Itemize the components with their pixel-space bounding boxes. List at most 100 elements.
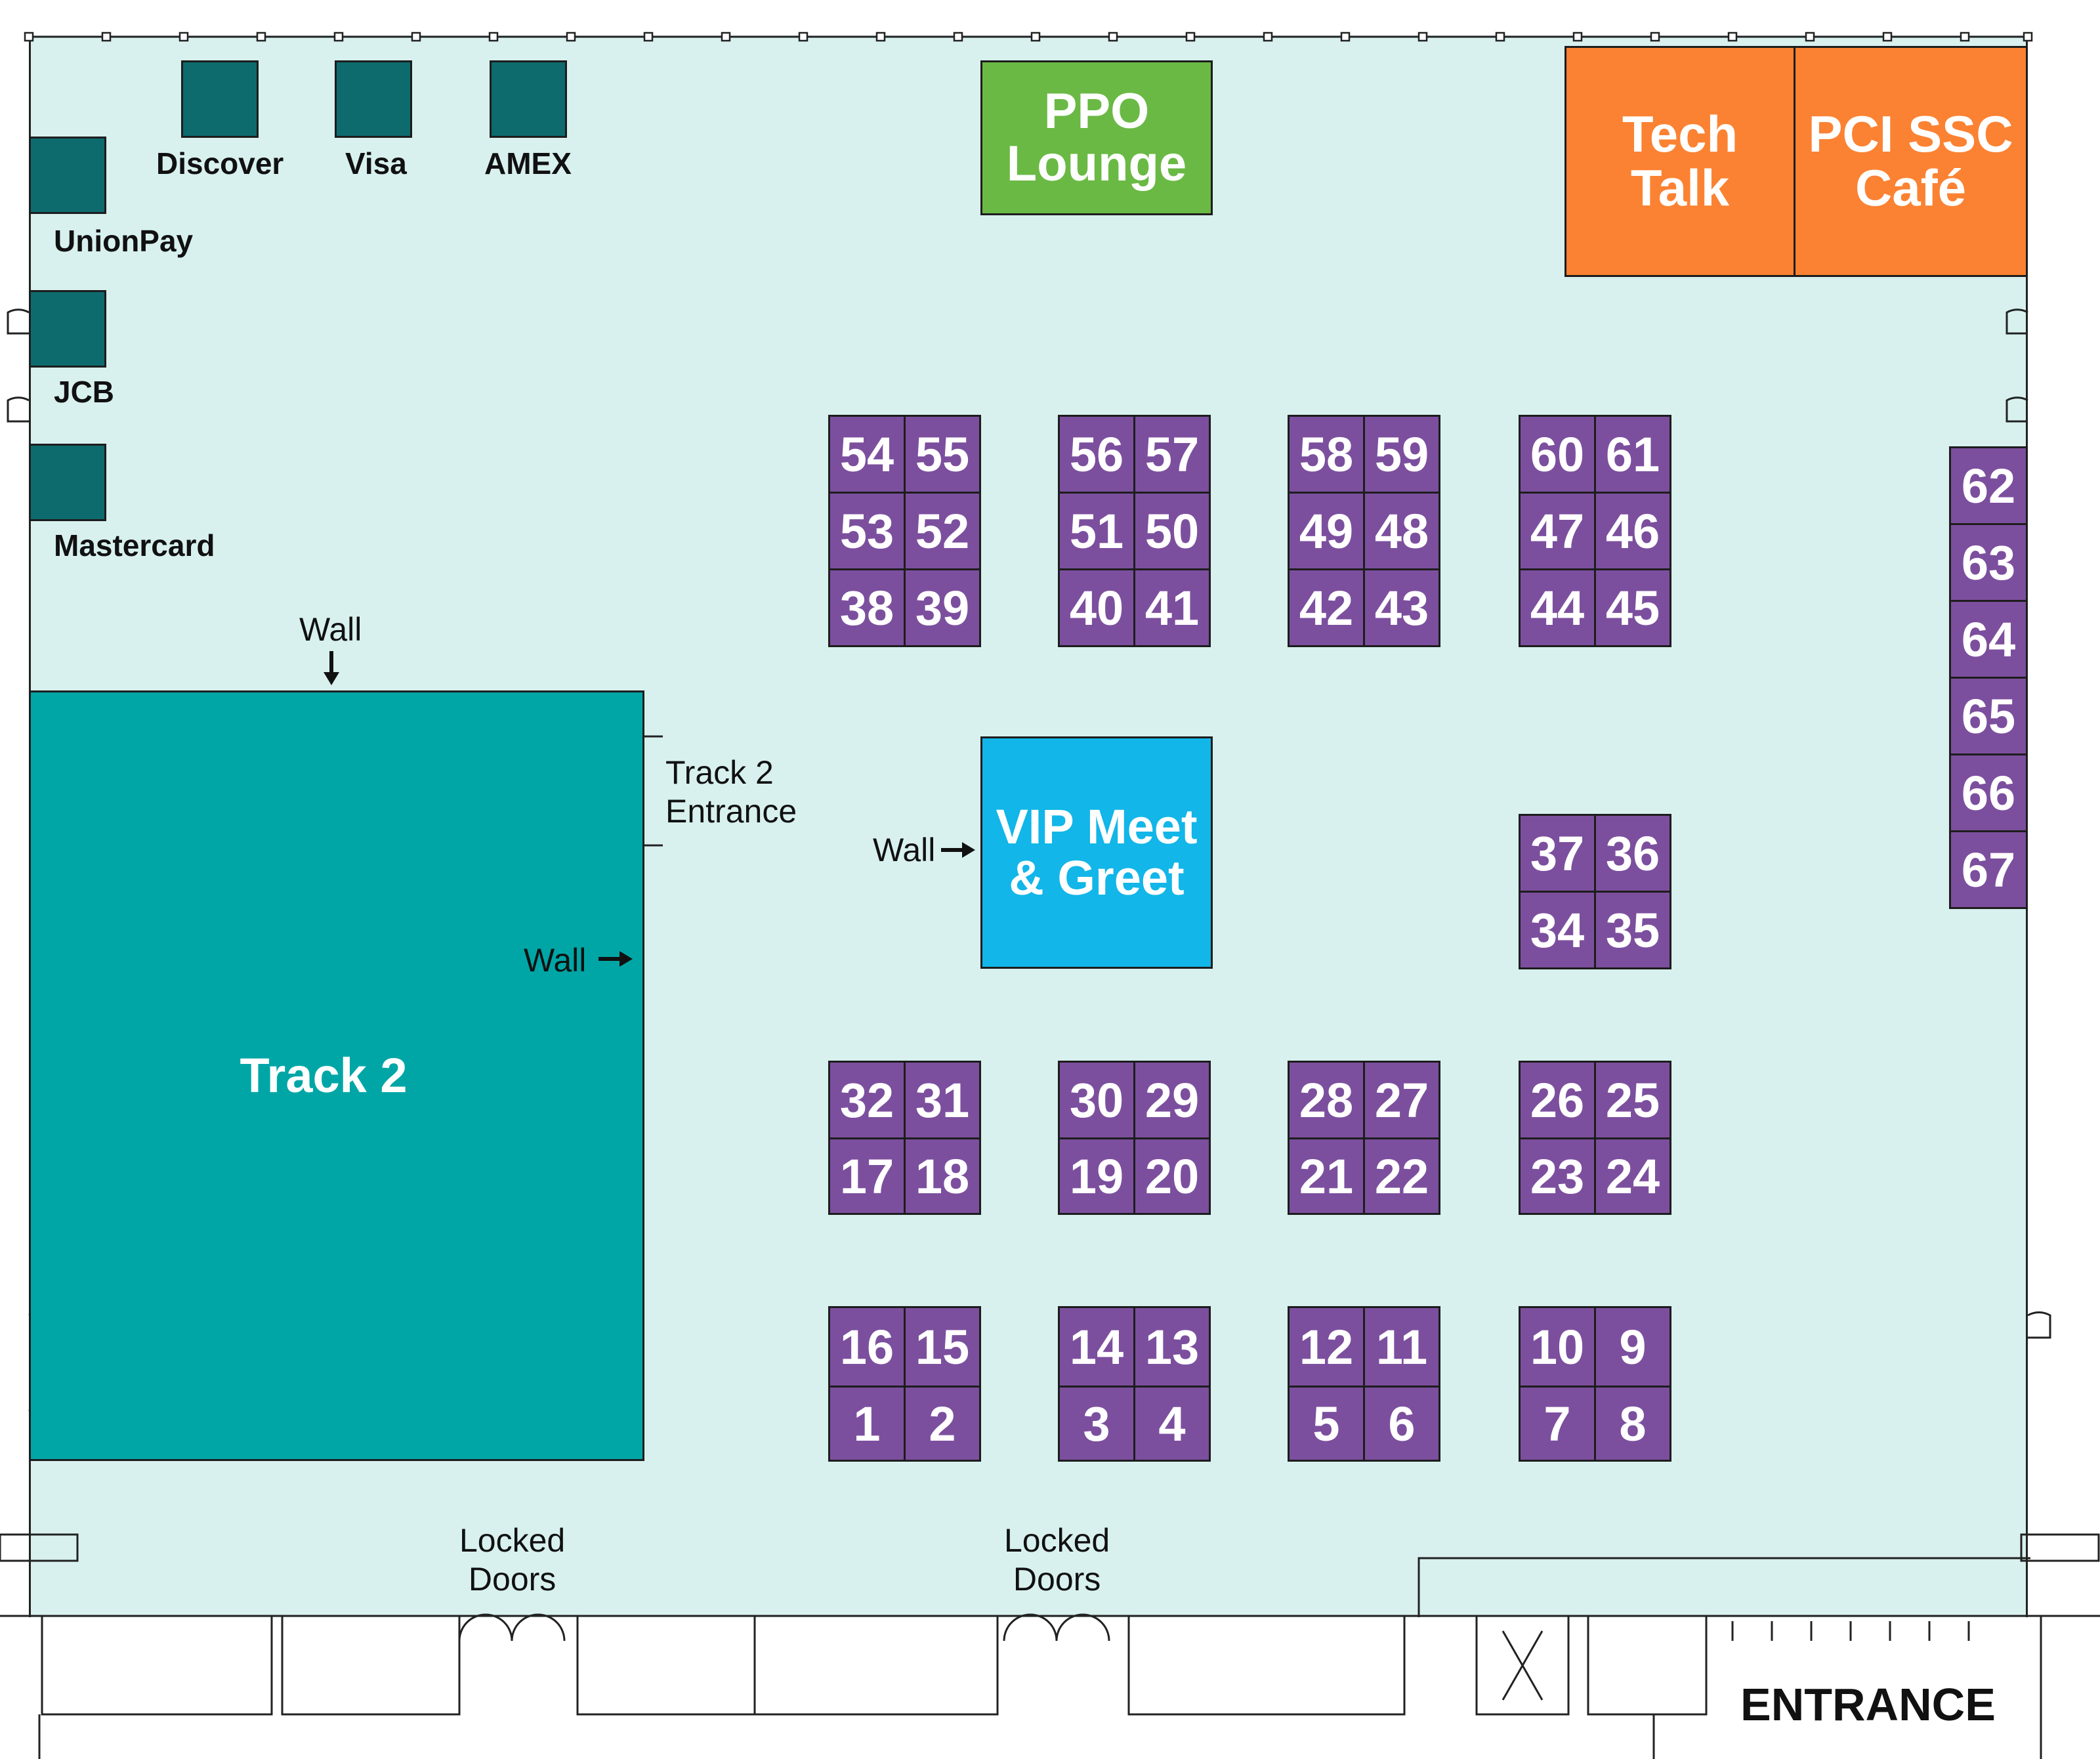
- vip-line1: VIP Meet: [996, 799, 1198, 855]
- booth-4[interactable]: 4: [1133, 1386, 1211, 1462]
- booth-23[interactable]: 23: [1519, 1137, 1596, 1215]
- booth-54[interactable]: 54: [828, 415, 906, 494]
- booth-21[interactable]: 21: [1288, 1137, 1365, 1215]
- booth-43[interactable]: 43: [1363, 568, 1440, 647]
- booth-12[interactable]: 12: [1288, 1306, 1365, 1388]
- booth-52[interactable]: 52: [904, 492, 981, 570]
- booth-17[interactable]: 17: [828, 1137, 906, 1215]
- booth-9[interactable]: 9: [1594, 1306, 1671, 1388]
- booth-65[interactable]: 65: [1949, 677, 2028, 755]
- booth-27[interactable]: 27: [1363, 1061, 1440, 1139]
- booth-49[interactable]: 49: [1288, 492, 1365, 570]
- booth-36[interactable]: 36: [1594, 814, 1671, 893]
- sponsor-label-amex: AMEX: [484, 146, 572, 180]
- booth-44[interactable]: 44: [1519, 568, 1596, 647]
- vip-meet-greet-zone[interactable]: VIP Meet& Greet: [980, 736, 1213, 969]
- booth-60[interactable]: 60: [1519, 415, 1596, 494]
- track-2-room[interactable]: Track 2: [29, 690, 644, 1461]
- sponsor-label-visa: Visa: [345, 146, 407, 180]
- booth-26[interactable]: 26: [1519, 1061, 1596, 1139]
- sponsor-label-discover: Discover: [156, 146, 284, 180]
- booth-56[interactable]: 56: [1058, 415, 1135, 494]
- booth-37[interactable]: 37: [1519, 814, 1596, 893]
- sponsor-kiosk-discover[interactable]: [181, 60, 259, 138]
- booth-58[interactable]: 58: [1288, 415, 1365, 494]
- booth-51[interactable]: 51: [1058, 492, 1135, 570]
- pci-cafe-line1: PCI SSC: [1808, 105, 2013, 163]
- booth-18[interactable]: 18: [904, 1137, 981, 1215]
- booth-15[interactable]: 15: [904, 1306, 981, 1388]
- booth-19[interactable]: 19: [1058, 1137, 1135, 1215]
- track-2-entrance-label: Track 2 Entrance: [665, 753, 797, 831]
- booth-59[interactable]: 59: [1363, 415, 1440, 494]
- booth-47[interactable]: 47: [1519, 492, 1596, 570]
- pci-cafe-line2: Café: [1855, 159, 1967, 217]
- booth-55[interactable]: 55: [904, 415, 981, 494]
- booth-30[interactable]: 30: [1058, 1061, 1135, 1139]
- sponsor-label-jcb: JCB: [54, 375, 115, 409]
- booth-29[interactable]: 29: [1133, 1061, 1211, 1139]
- locked-doors-1-line1: Locked: [459, 1522, 566, 1559]
- sponsor-kiosk-amex[interactable]: [490, 60, 567, 138]
- booth-63[interactable]: 63: [1949, 523, 2028, 602]
- sponsor-kiosk-unionpay[interactable]: [29, 137, 106, 214]
- booth-64[interactable]: 64: [1949, 600, 2028, 679]
- booth-53[interactable]: 53: [828, 492, 906, 570]
- booth-14[interactable]: 14: [1058, 1306, 1135, 1388]
- booth-57[interactable]: 57: [1133, 415, 1211, 494]
- booth-66[interactable]: 66: [1949, 753, 2028, 832]
- booth-67[interactable]: 67: [1949, 830, 2028, 909]
- booth-11[interactable]: 11: [1363, 1306, 1440, 1388]
- booth-28[interactable]: 28: [1288, 1061, 1365, 1139]
- booth-31[interactable]: 31: [904, 1061, 981, 1139]
- booth-7[interactable]: 7: [1519, 1386, 1596, 1462]
- track-2-entrance-line1: Track 2: [665, 754, 774, 791]
- tech-talk-line2: Talk: [1630, 159, 1730, 217]
- booth-40[interactable]: 40: [1058, 568, 1135, 647]
- locked-doors-label-1: Locked Doors: [459, 1521, 565, 1599]
- booth-41[interactable]: 41: [1133, 568, 1211, 647]
- booth-3[interactable]: 3: [1058, 1386, 1135, 1462]
- booth-48[interactable]: 48: [1363, 492, 1440, 570]
- ppo-lounge-line1: PPO: [1043, 83, 1150, 140]
- booth-1[interactable]: 1: [828, 1386, 906, 1462]
- vip-line2: & Greet: [1009, 851, 1185, 905]
- booth-22[interactable]: 22: [1363, 1137, 1440, 1215]
- booth-42[interactable]: 42: [1288, 568, 1365, 647]
- booth-2[interactable]: 2: [904, 1386, 981, 1462]
- booth-35[interactable]: 35: [1594, 891, 1671, 969]
- booth-8[interactable]: 8: [1594, 1386, 1671, 1462]
- locked-doors-2-line1: Locked: [1004, 1522, 1110, 1559]
- sponsor-kiosk-jcb[interactable]: [29, 290, 106, 368]
- track-2-entrance-line2: Entrance: [665, 793, 797, 830]
- booth-46[interactable]: 46: [1594, 492, 1671, 570]
- booth-38[interactable]: 38: [828, 568, 906, 647]
- booth-25[interactable]: 25: [1594, 1061, 1671, 1139]
- arrow-right-icon: [598, 951, 633, 967]
- booth-13[interactable]: 13: [1133, 1306, 1211, 1388]
- booth-62[interactable]: 62: [1949, 446, 2028, 525]
- booth-24[interactable]: 24: [1594, 1137, 1671, 1215]
- sponsor-kiosk-visa[interactable]: [335, 60, 412, 138]
- locked-doors-1-line2: Doors: [468, 1561, 556, 1598]
- locked-doors-2-line2: Doors: [1013, 1561, 1101, 1598]
- arrow-right-icon: [941, 842, 975, 858]
- booth-32[interactable]: 32: [828, 1061, 906, 1139]
- booth-39[interactable]: 39: [904, 568, 981, 647]
- booth-45[interactable]: 45: [1594, 568, 1671, 647]
- booth-6[interactable]: 6: [1363, 1386, 1440, 1462]
- booth-61[interactable]: 61: [1594, 415, 1671, 494]
- booth-20[interactable]: 20: [1133, 1137, 1211, 1215]
- sponsor-kiosk-mastercard[interactable]: [29, 444, 106, 521]
- booth-10[interactable]: 10: [1519, 1306, 1596, 1388]
- sponsor-label-unionpay: UnionPay: [54, 224, 194, 258]
- booth-16[interactable]: 16: [828, 1306, 906, 1388]
- entrance-label: ENTRANCE: [1740, 1679, 1996, 1730]
- booth-50[interactable]: 50: [1133, 492, 1211, 570]
- booth-34[interactable]: 34: [1519, 891, 1596, 969]
- booth-5[interactable]: 5: [1288, 1386, 1365, 1462]
